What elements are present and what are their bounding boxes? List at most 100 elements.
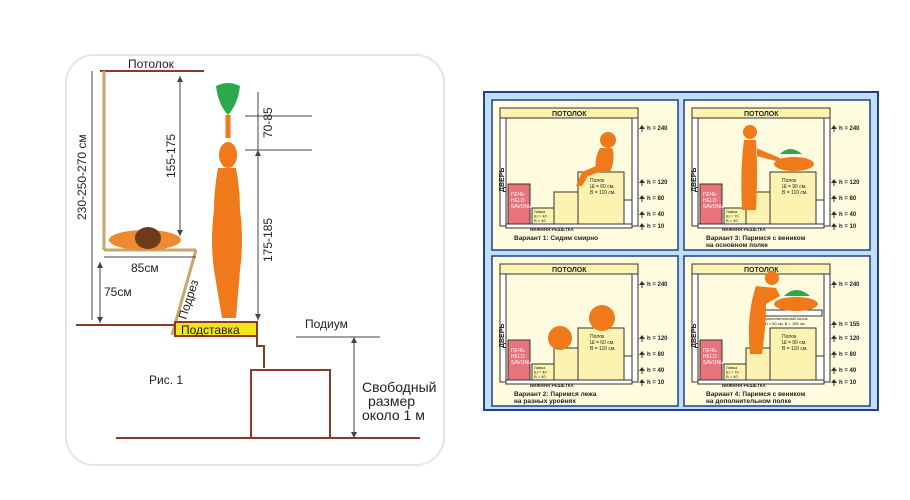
ceiling-label: ПОТОЛОК — [552, 267, 587, 274]
step-label-2: В = 40 — [726, 374, 738, 379]
upper-shelf-label-1: Ш = 90 см. — [782, 184, 807, 190]
height-arrow-2 — [831, 335, 837, 339]
step-label-2: В = 40 — [534, 218, 546, 223]
height-arrow-3 — [639, 211, 645, 215]
extra-shelf-label-1: Ш = 60 см. В = 155 см. — [764, 321, 806, 326]
step-label-0: Лавка — [726, 365, 738, 370]
stand-box — [174, 321, 258, 337]
standing-person-head — [743, 125, 757, 139]
height-arrow-2 — [831, 195, 837, 199]
heater-label-2: SAVONIA — [511, 360, 534, 366]
heater — [699, 339, 723, 381]
upper-shelf-label-1: Ш = 90 см. — [782, 340, 807, 346]
heater — [507, 339, 531, 381]
shelf-width-label: 85см — [131, 261, 159, 275]
ceiling-bar — [691, 263, 831, 275]
heater-label-2: SAVONIA — [511, 204, 534, 210]
step-label-1: Ш = 40 — [534, 214, 547, 219]
height-arrow-1 — [831, 321, 837, 325]
height-arrow-4 — [639, 379, 645, 383]
ceiling-label: ПОТОЛОК — [744, 111, 779, 118]
height-label-3: h = 80 — [839, 352, 857, 358]
upper-shelf-label-2: В = 110 см. — [590, 190, 616, 196]
height-label-4: h = 10 — [839, 224, 857, 230]
height-arrow-3 — [639, 367, 645, 371]
height-arrow-3 — [831, 211, 837, 215]
broom-icon — [784, 290, 810, 296]
free-size-line1: Свободный — [362, 379, 436, 395]
height-arrow-0 — [831, 281, 837, 285]
heater-label-1: HELO — [703, 198, 717, 204]
height-label-0: h = 240 — [647, 282, 668, 288]
heater-label-0: ПЕЧЬ — [703, 348, 717, 354]
right-wall — [631, 273, 639, 383]
ceiling-label: ПОТОЛОК — [744, 267, 779, 274]
height-label-3: h = 40 — [647, 368, 665, 374]
upper-shelf — [769, 327, 817, 381]
upper-shelf — [769, 171, 817, 225]
caption-line-0: Вариант 2: Паримся лежа — [514, 391, 597, 398]
left-wall — [499, 117, 507, 227]
height-arrow-0 — [639, 281, 645, 285]
standing-person — [748, 286, 780, 354]
total-height-label: 230-250-270 см — [75, 134, 89, 220]
lying-person-head — [135, 227, 161, 249]
height-arrow-0 — [831, 125, 837, 129]
height-label-1: h = 120 — [647, 180, 668, 186]
upper-shelf-label-1: Ш = 60 см. — [590, 340, 615, 346]
caption-line-1: на разных уровнях — [514, 398, 576, 405]
caption-line-0: Вариант 4: Паримся с веником — [706, 391, 806, 398]
height-arrow-1 — [639, 335, 645, 339]
ceiling-bar — [691, 107, 831, 119]
height-label-4: h = 10 — [647, 380, 665, 386]
broom-icon — [216, 83, 240, 115]
left-sauna-diagram: Потолок 230-250-270 см 155-175 70-85 175… — [65, 54, 445, 466]
upper-shelf-label-2: В = 110 см. — [782, 346, 808, 352]
upper-shelf-label-2: В = 110 см. — [590, 346, 616, 352]
wall-post — [623, 355, 633, 381]
right-wall — [631, 117, 639, 227]
height-arrow-1 — [831, 179, 837, 183]
lower-bench — [553, 191, 579, 225]
height-arrow-3 — [831, 351, 837, 355]
heater-label-1: HELO — [703, 354, 717, 360]
height-label-2: h = 80 — [647, 196, 665, 202]
height-arrow-1 — [639, 179, 645, 183]
standing-person — [741, 140, 780, 210]
step-label-2: В = 40 — [534, 374, 546, 379]
lying-person — [774, 297, 818, 311]
step-label-0: Лавка — [534, 209, 546, 214]
stand-label: Подставка — [181, 323, 240, 337]
ceiling-label: Потолок — [128, 57, 175, 71]
heater-label-0: ПЕЧЬ — [511, 192, 525, 198]
upper-shelf-label-2: В = 110 см. — [782, 190, 808, 196]
step-label-1: Ш = 70 — [726, 370, 739, 375]
broom-icon — [780, 149, 802, 154]
lying-person — [774, 157, 814, 171]
door-label: ДВЕРЬ — [691, 324, 698, 348]
standing-person-head — [765, 271, 779, 285]
heater — [507, 183, 531, 225]
height-label-0: h = 240 — [839, 282, 860, 288]
height-arrow-2 — [639, 351, 645, 355]
wall-post — [623, 199, 633, 225]
upper-shelf-label-1: Ш = 60 см. — [590, 184, 615, 190]
left-frame — [65, 54, 445, 466]
upper-shelf-label-0: Полок — [782, 178, 797, 184]
lying-person-lower — [548, 326, 572, 350]
left-wall — [499, 273, 507, 383]
heater — [699, 183, 723, 225]
height-arrow-4 — [831, 223, 837, 227]
height-label-3: h = 40 — [647, 212, 665, 218]
left-wall — [691, 117, 699, 227]
step-label-0: Лавка — [534, 365, 546, 370]
height-label-4: h = 40 — [839, 368, 857, 374]
fig-label: Рис. 1 — [149, 373, 183, 387]
wall-post — [815, 355, 825, 381]
upper-shelf-label-0: Полок — [590, 178, 605, 184]
sitting-person — [576, 148, 614, 186]
caption-line-0: Вариант 1: Сидим смирно — [514, 235, 598, 242]
